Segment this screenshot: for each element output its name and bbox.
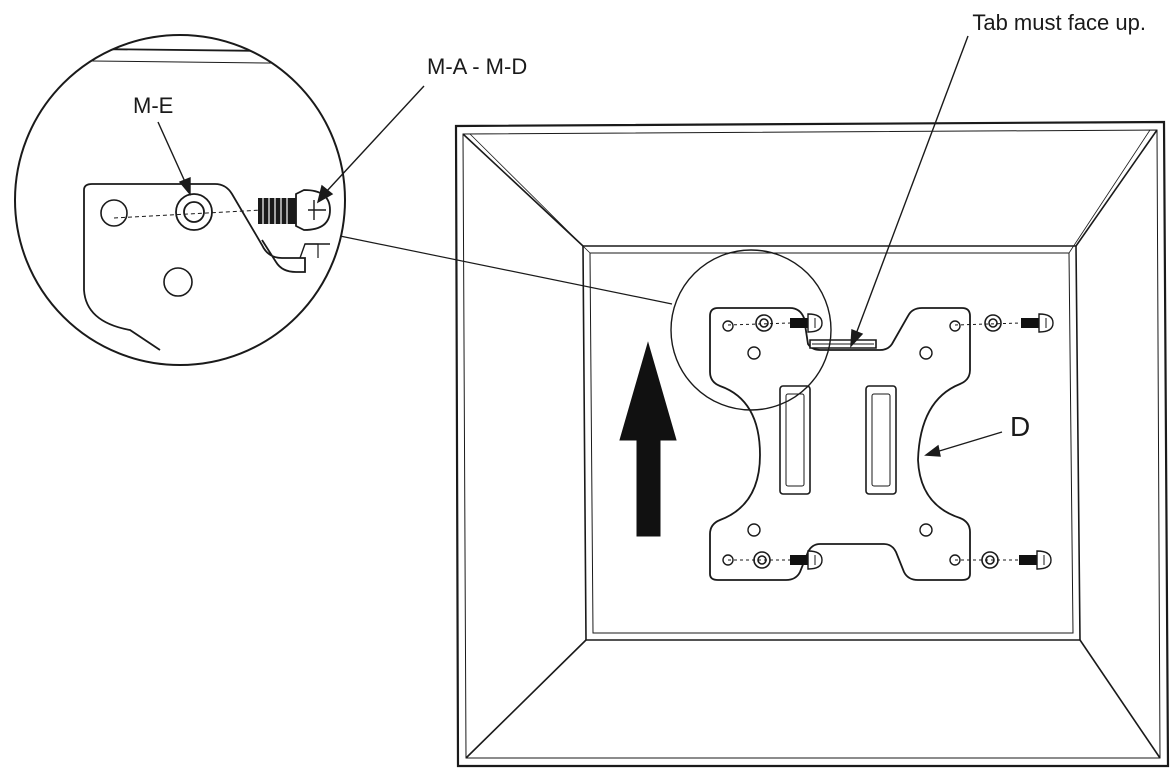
monitor-back-panel bbox=[454, 120, 1170, 768]
detail-alignment-line bbox=[113, 209, 263, 219]
detail-holes bbox=[100, 199, 193, 297]
spacer-ring-icon bbox=[175, 193, 213, 231]
detail-connector-line bbox=[339, 235, 673, 305]
screws-label: M-A - M-D bbox=[427, 54, 527, 79]
bracket-holes bbox=[722, 320, 961, 566]
alignment-lines bbox=[727, 322, 1022, 561]
detail-zoom-view bbox=[14, 34, 346, 366]
tab-note-label: Tab must face up. bbox=[972, 10, 1146, 35]
bracket-slots bbox=[779, 385, 897, 495]
spacer-label: M-E bbox=[133, 93, 173, 118]
screw-icon bbox=[790, 313, 1054, 570]
bracket-tab bbox=[809, 339, 877, 349]
detail-source-circle bbox=[670, 249, 832, 411]
up-arrow-icon bbox=[619, 341, 677, 537]
vesa-bracket-plate bbox=[709, 307, 971, 581]
bracket-label: D bbox=[1010, 411, 1030, 442]
callout-leaders bbox=[157, 35, 1003, 457]
